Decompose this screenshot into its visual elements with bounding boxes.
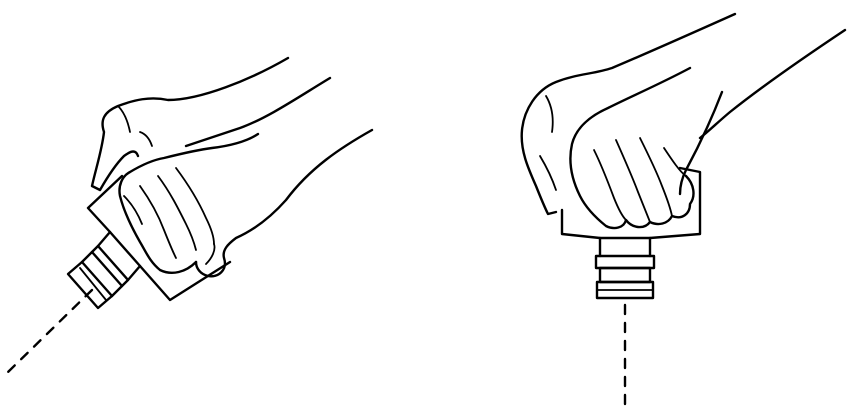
right-front-hand <box>569 66 724 230</box>
left-front-hand <box>118 128 374 278</box>
left-bottle-cap <box>66 244 130 310</box>
left-bottle-neck <box>96 230 142 282</box>
right-bottle-cap <box>594 254 656 300</box>
left-panel <box>6 56 374 374</box>
left-pour-stream <box>6 288 94 374</box>
right-panel <box>520 12 847 410</box>
left-back-hand <box>90 56 332 192</box>
right-bottle-neck <box>598 236 652 258</box>
right-bottle-body <box>560 166 702 240</box>
left-bottle-body <box>86 174 232 302</box>
right-back-hand <box>520 12 847 216</box>
